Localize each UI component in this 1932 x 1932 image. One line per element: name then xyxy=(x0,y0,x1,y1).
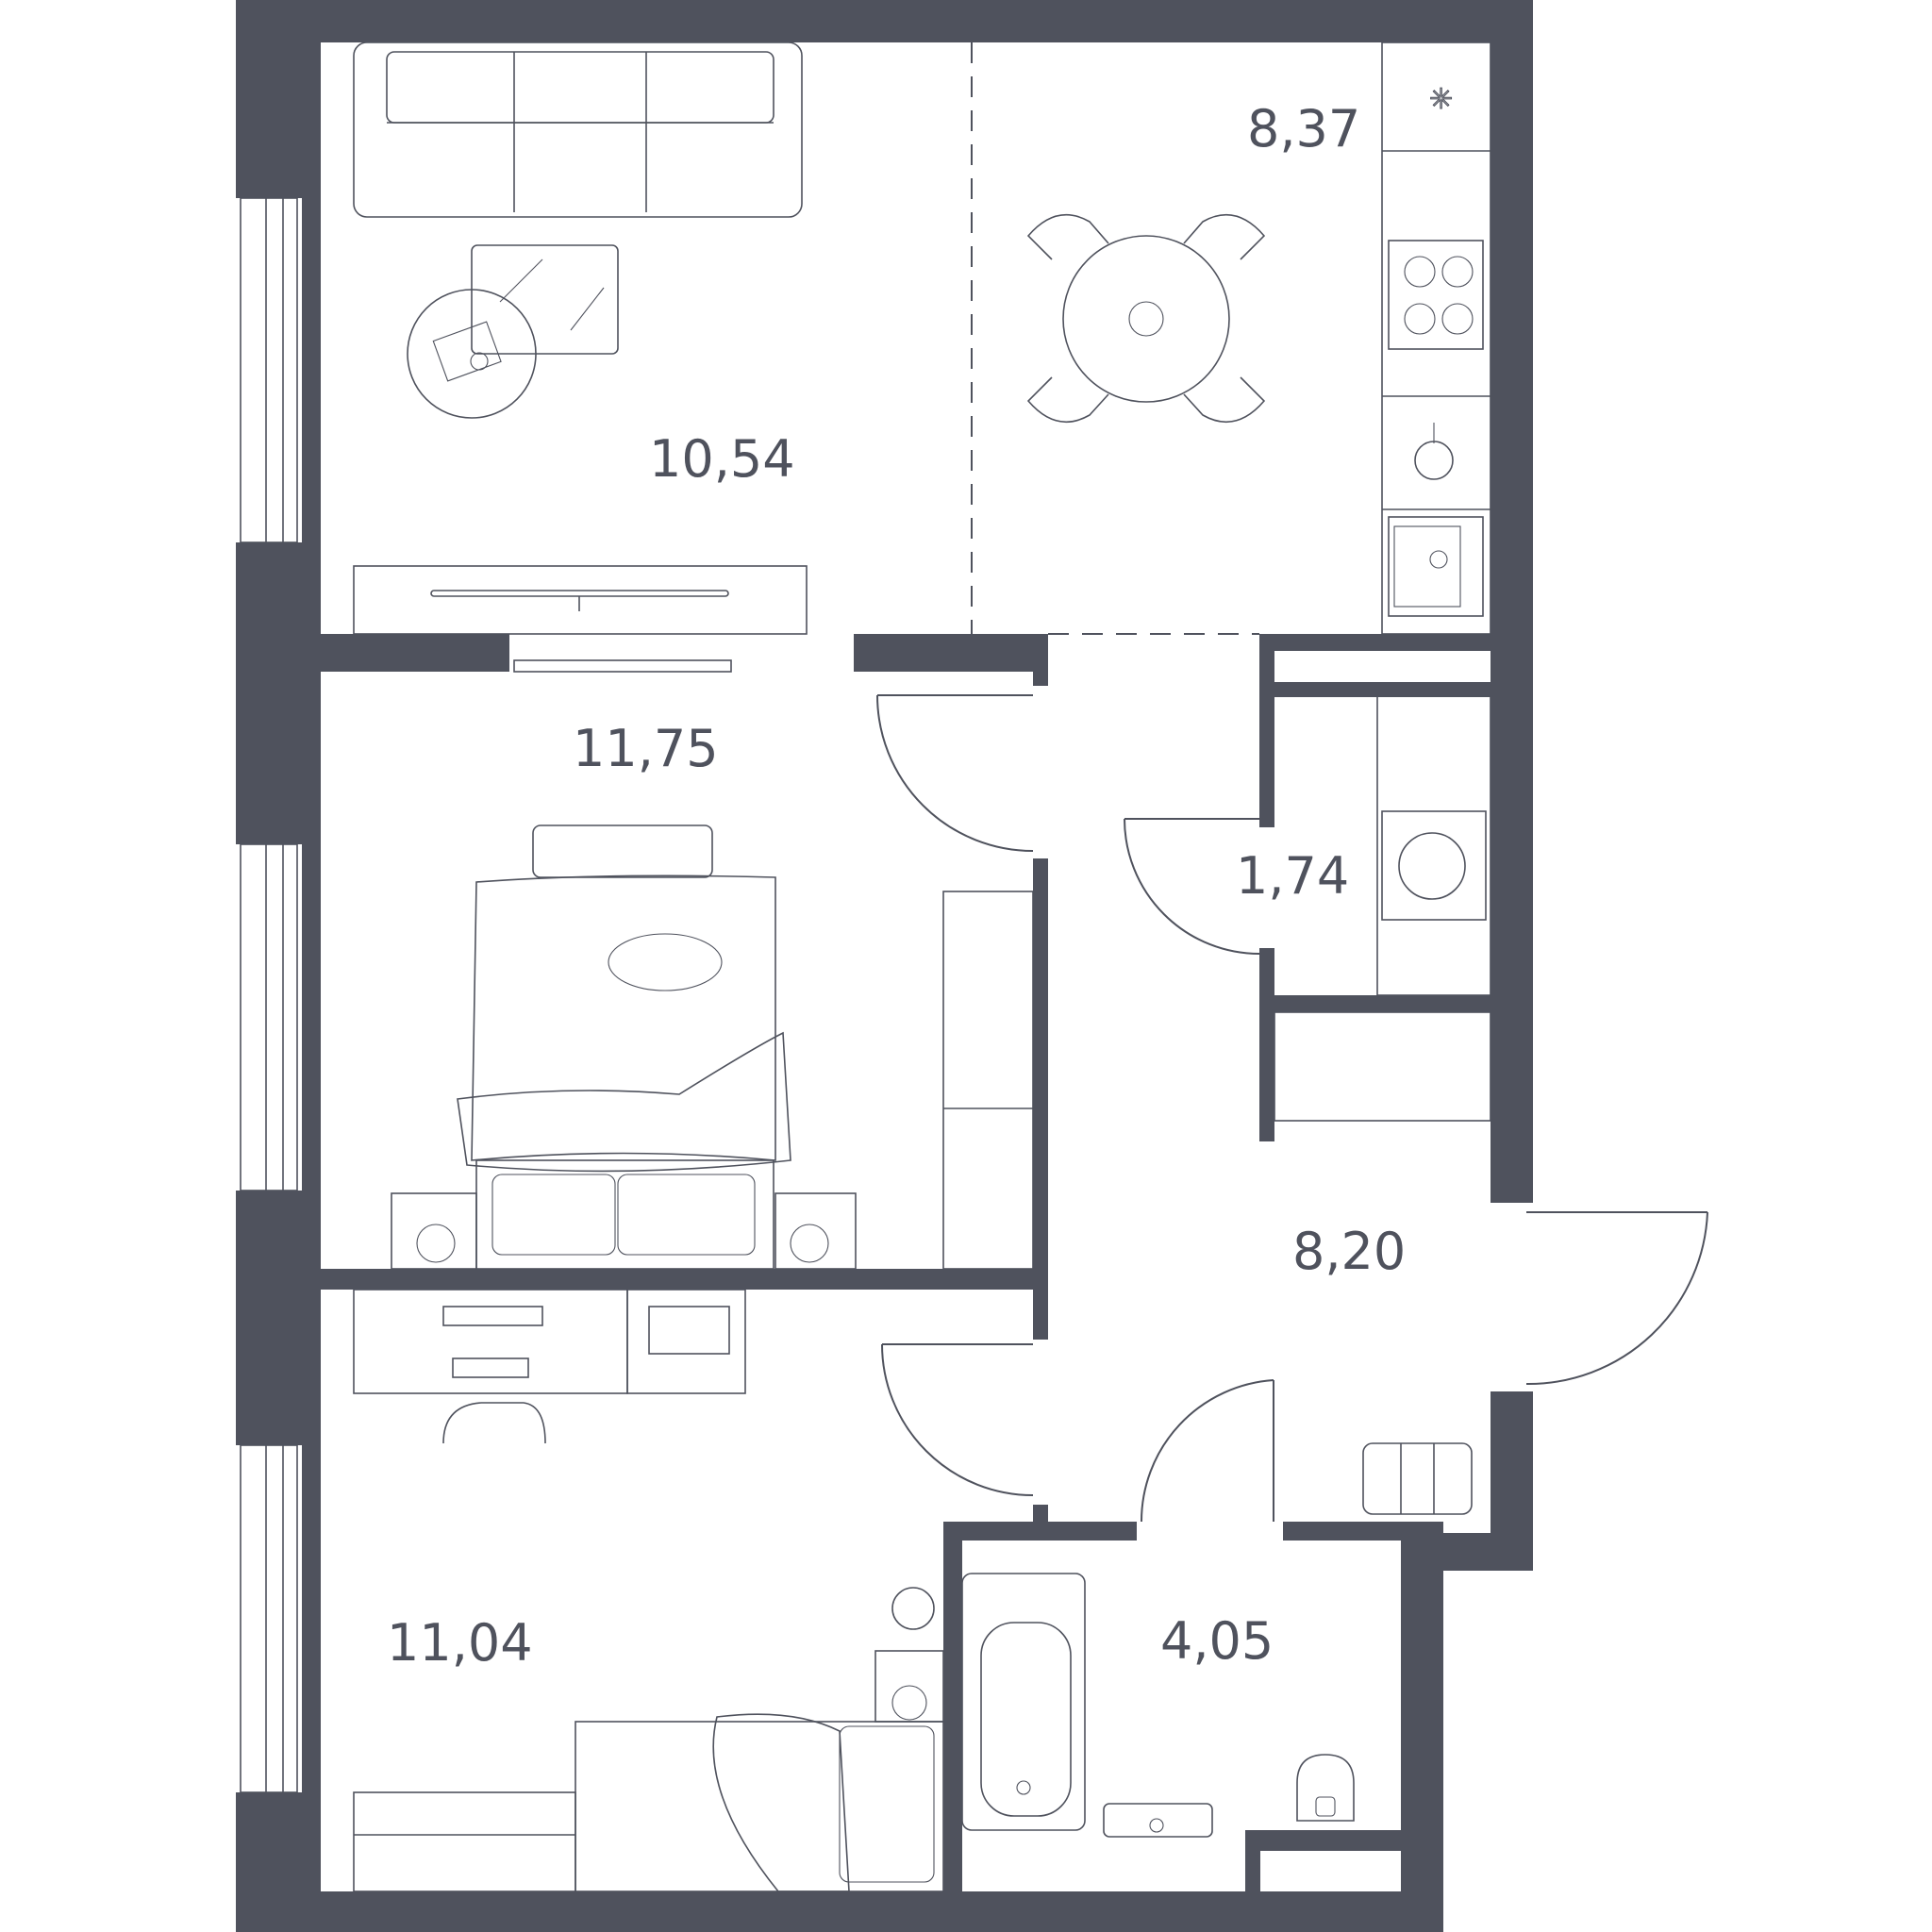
kids-wardrobe xyxy=(353,1791,576,1892)
washing-machine xyxy=(1376,695,1491,996)
walls xyxy=(236,0,1533,1932)
bathroom-sink xyxy=(1103,1803,1213,1838)
sofa xyxy=(353,42,803,218)
bathtub xyxy=(961,1573,1086,1831)
bed xyxy=(457,874,791,1270)
windows xyxy=(240,197,298,1793)
doors xyxy=(876,694,1708,1523)
kitchen-counter: ✳ xyxy=(1381,42,1491,635)
bed-headboard xyxy=(532,824,713,878)
sink xyxy=(1388,516,1484,617)
room-area-bedroom: 11,75 xyxy=(573,719,719,778)
room-area-kids-room: 11,04 xyxy=(387,1613,533,1673)
room-area-kitchen: 8,37 xyxy=(1247,99,1360,158)
hall-wardrobe xyxy=(1274,1011,1491,1122)
desk xyxy=(353,1289,746,1394)
toilet xyxy=(1296,1754,1355,1822)
coffee-table xyxy=(407,244,619,419)
room-area-hall: 8,20 xyxy=(1292,1222,1406,1281)
kids-bed xyxy=(575,1713,944,1892)
nightstand-right xyxy=(774,1192,857,1270)
ball xyxy=(891,1587,935,1630)
bench xyxy=(1362,1442,1473,1515)
room-area-bathroom: 4,05 xyxy=(1160,1611,1274,1671)
tv-stand xyxy=(353,565,808,635)
tv-wall-mounted xyxy=(513,659,732,673)
faucet xyxy=(1414,423,1454,480)
kids-nightstand xyxy=(874,1650,944,1723)
desk-chair xyxy=(442,1402,546,1444)
room-area-laundry: 1,74 xyxy=(1236,846,1349,906)
cooktop xyxy=(1388,240,1484,350)
room-area-living: 10,54 xyxy=(649,429,795,489)
wardrobe-bedroom xyxy=(942,891,1034,1270)
nightstand-left xyxy=(391,1192,477,1270)
svg-text:✳: ✳ xyxy=(1429,83,1453,116)
dining-set xyxy=(1026,213,1266,424)
